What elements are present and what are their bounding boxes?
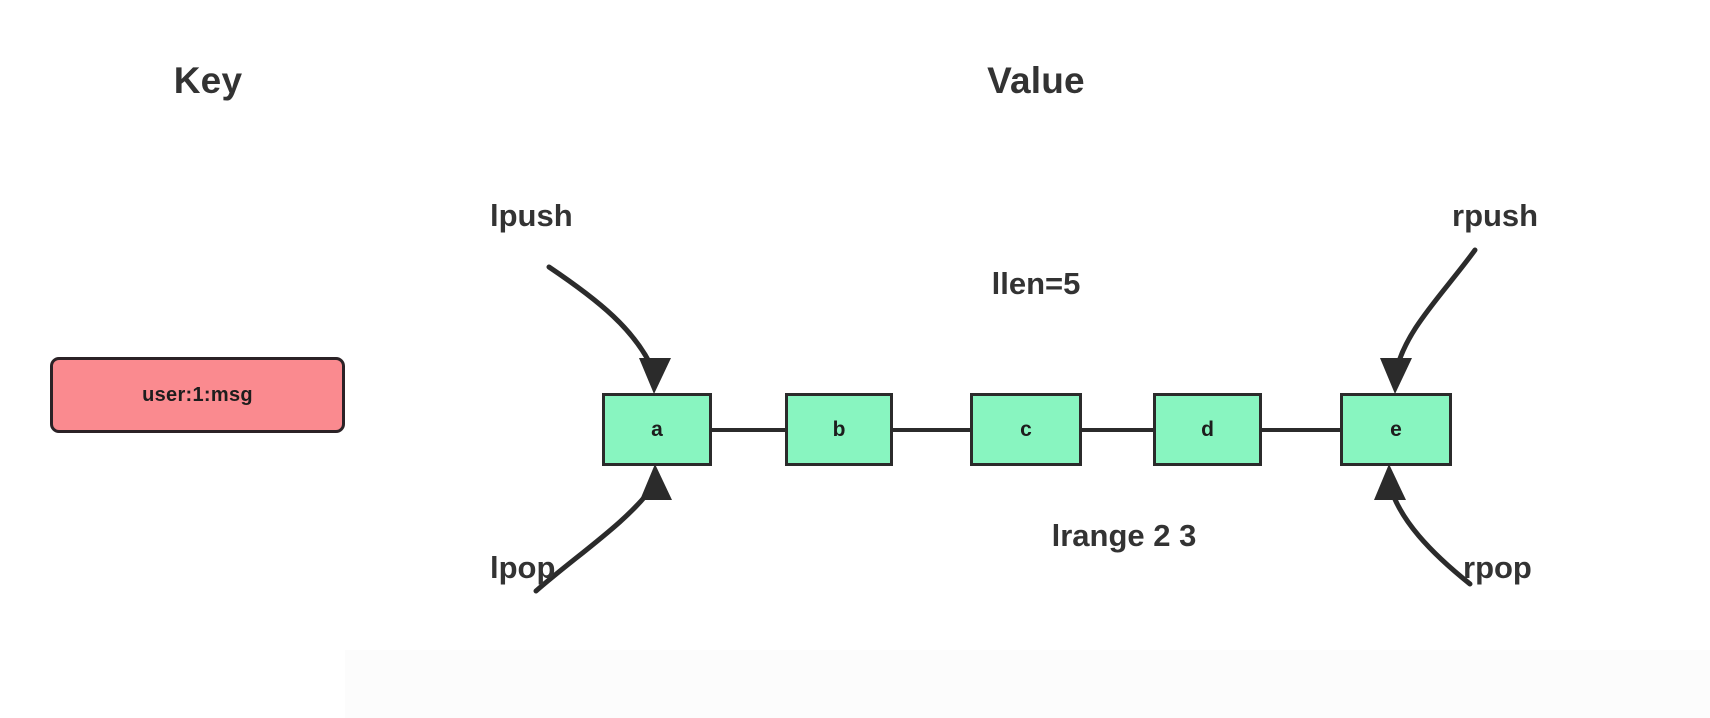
operation-label-lrange: lrange 2 3 xyxy=(1051,518,1197,553)
operation-label-llen: llen=5 xyxy=(991,266,1081,301)
list-node-a: a xyxy=(602,393,712,466)
list-node-label: b xyxy=(832,417,846,441)
operation-label-lpush: lpush xyxy=(490,198,573,233)
list-node-b: b xyxy=(785,393,893,466)
bottom-edge-band xyxy=(345,650,1710,718)
list-node-label: c xyxy=(1020,417,1032,441)
column-heading-key: Key xyxy=(173,60,243,101)
column-heading-value: Value xyxy=(987,60,1085,101)
operation-label-rpop: rpop xyxy=(1463,550,1532,585)
list-node-label: d xyxy=(1201,417,1214,441)
operation-label-rpush: rpush xyxy=(1452,198,1539,233)
list-node-label: e xyxy=(1390,417,1402,441)
operation-label-lpop: lpop xyxy=(490,550,556,585)
rpop-arrow-path xyxy=(1387,483,1473,587)
list-node-d: d xyxy=(1153,393,1262,466)
lpush-arrowhead xyxy=(639,358,671,394)
lpush-arrow-path xyxy=(546,264,657,375)
list-node-label: a xyxy=(651,417,663,441)
key-box-label: user:1:msg xyxy=(142,383,253,406)
key-box: user:1:msg xyxy=(50,357,345,433)
lpop-arrowhead xyxy=(640,464,672,500)
rpush-arrowhead xyxy=(1380,358,1412,394)
rpop-arrowhead xyxy=(1374,464,1406,500)
rpush-arrow-path xyxy=(1393,247,1478,375)
list-node-c: c xyxy=(970,393,1082,466)
list-node-e: e xyxy=(1340,393,1452,466)
